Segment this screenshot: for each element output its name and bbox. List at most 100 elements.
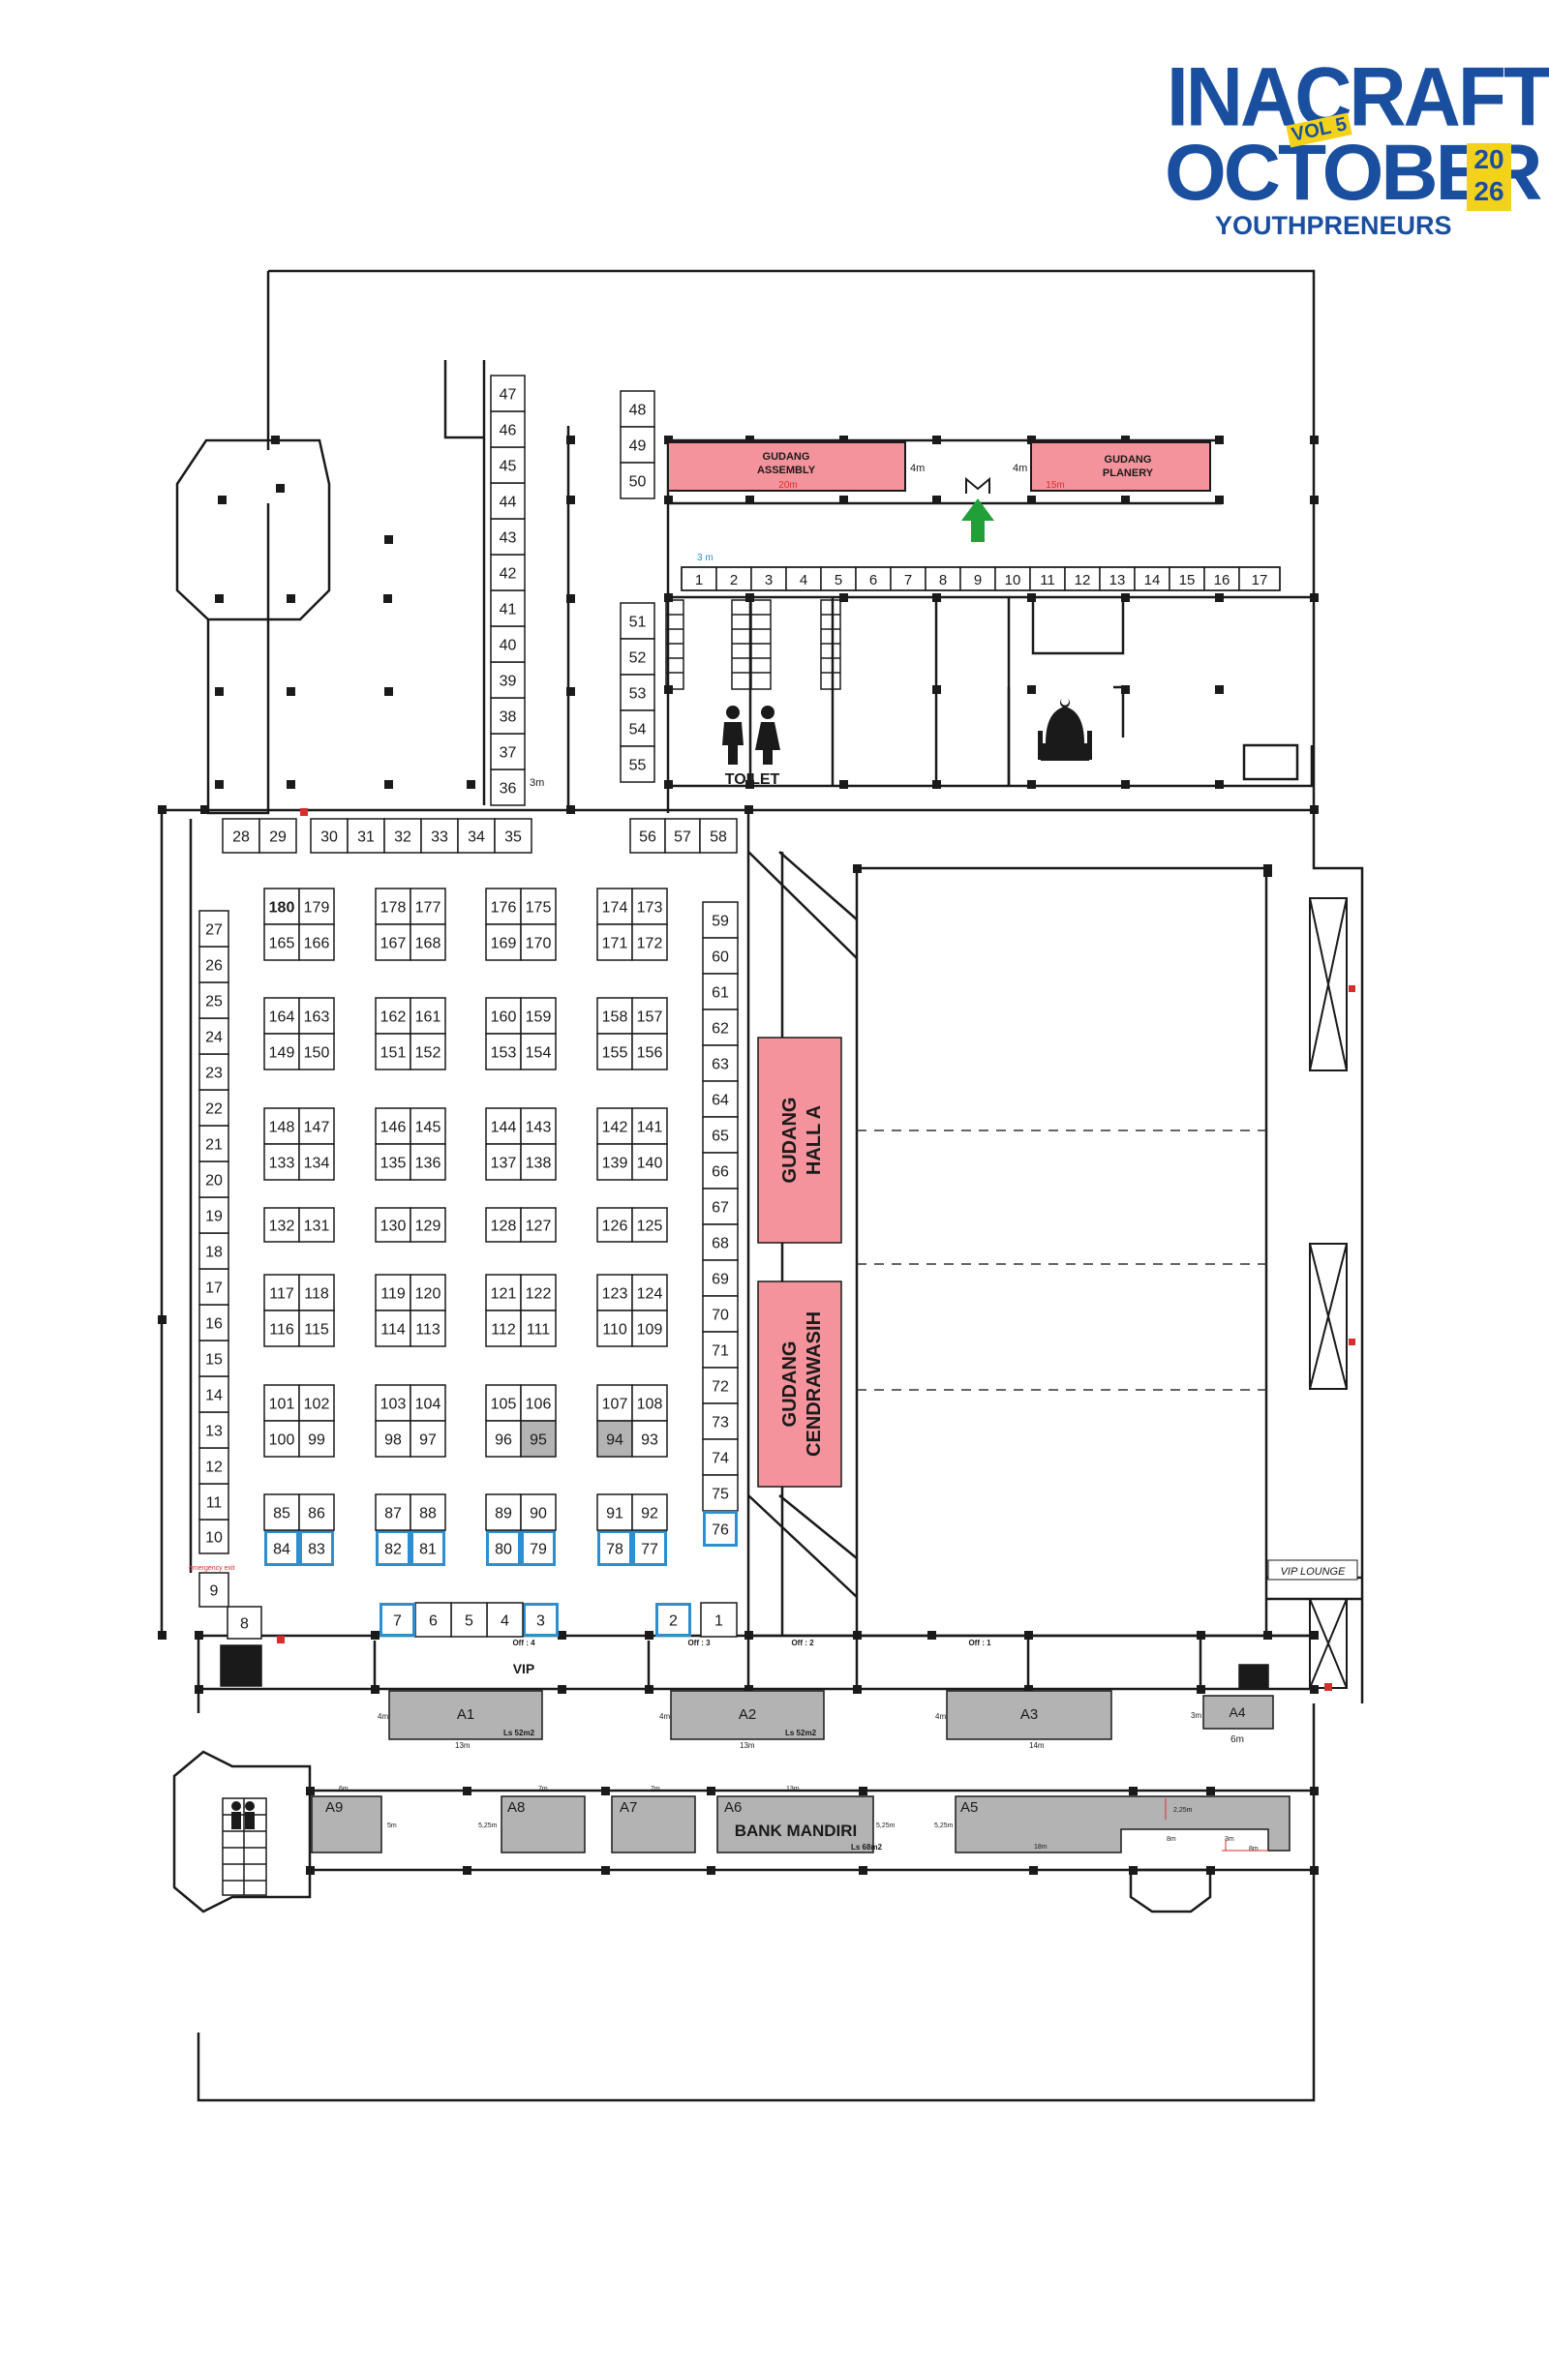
booth-177[interactable]: 177 (410, 888, 446, 925)
booth-14[interactable]: 14 (1134, 566, 1170, 591)
booth-46[interactable]: 46 (490, 410, 526, 448)
booth-box[interactable] (494, 818, 532, 854)
booth-box[interactable] (596, 923, 633, 961)
booth-155[interactable]: 155 (596, 1033, 633, 1070)
booth-box[interactable] (631, 1493, 668, 1531)
booth-4[interactable]: 4 (785, 566, 822, 591)
booth-117[interactable]: 117 (263, 1274, 300, 1311)
booth-box[interactable] (410, 1143, 446, 1181)
booth-box[interactable] (631, 1384, 668, 1422)
booth-121[interactable]: 121 (485, 1274, 522, 1311)
booth-13[interactable]: 13 (198, 1411, 229, 1449)
booth-box[interactable] (486, 1602, 524, 1638)
booth-box[interactable] (375, 997, 411, 1035)
booth-a1[interactable] (388, 1690, 543, 1740)
booth-146[interactable]: 146 (375, 1107, 411, 1145)
booth-87[interactable]: 87 (375, 1493, 411, 1531)
booth-101[interactable]: 101 (263, 1384, 300, 1422)
booth-45[interactable]: 45 (490, 446, 526, 484)
booth-box[interactable] (485, 923, 522, 961)
booth-box[interactable] (620, 426, 655, 464)
booth-box[interactable] (457, 818, 496, 854)
booth-a4[interactable] (1202, 1695, 1274, 1730)
booth-box[interactable] (629, 818, 666, 854)
booth-box[interactable] (655, 1603, 691, 1637)
booth-box[interactable] (298, 1420, 335, 1458)
booth-149[interactable]: 149 (263, 1033, 300, 1070)
booth-10[interactable]: 10 (198, 1519, 229, 1554)
booth-4[interactable]: 4 (486, 1602, 524, 1638)
booth-66[interactable]: 66 (702, 1152, 739, 1190)
booth-13[interactable]: 13 (1099, 566, 1136, 591)
booth-32[interactable]: 32 (383, 818, 422, 854)
booth-59[interactable]: 59 (702, 901, 739, 939)
booth-box[interactable] (227, 1606, 262, 1640)
booth-box[interactable] (520, 888, 557, 925)
booth-box[interactable] (490, 446, 526, 484)
booth-81[interactable]: 81 (410, 1530, 445, 1566)
booth-162[interactable]: 162 (375, 997, 411, 1035)
booth-60[interactable]: 60 (702, 937, 739, 975)
booth-76[interactable]: 76 (703, 1511, 738, 1547)
booth-box[interactable] (198, 1411, 229, 1449)
booth-163[interactable]: 163 (298, 997, 335, 1035)
booth-box[interactable] (596, 1033, 633, 1070)
booth-140[interactable]: 140 (631, 1143, 668, 1181)
booth-box[interactable] (410, 1310, 446, 1347)
booth-84[interactable]: 84 (264, 1530, 299, 1566)
booth-16[interactable]: 16 (198, 1304, 229, 1341)
booth-box[interactable] (620, 745, 655, 783)
booth-68[interactable]: 68 (702, 1223, 739, 1261)
booth-box[interactable] (258, 818, 297, 854)
booth-10[interactable]: 10 (994, 566, 1031, 591)
booth-62[interactable]: 62 (702, 1009, 739, 1046)
booth-box[interactable] (298, 1493, 335, 1531)
booth-178[interactable]: 178 (375, 888, 411, 925)
booth-8[interactable]: 8 (925, 566, 961, 591)
booth-box[interactable] (631, 1107, 668, 1145)
booth-box[interactable] (298, 1207, 335, 1243)
booth-box[interactable] (375, 923, 411, 961)
booth-38[interactable]: 38 (490, 697, 526, 735)
booth-123[interactable]: 123 (596, 1274, 633, 1311)
booth-box[interactable] (485, 1107, 522, 1145)
booth-box[interactable] (631, 1420, 668, 1458)
booth-82[interactable]: 82 (376, 1530, 410, 1566)
booth-24[interactable]: 24 (198, 1017, 229, 1055)
booth-box[interactable] (420, 818, 459, 854)
booth-103[interactable]: 103 (375, 1384, 411, 1422)
booth-15[interactable]: 15 (1169, 566, 1205, 591)
booth-box[interactable] (700, 1602, 738, 1638)
booth-box[interactable] (520, 1033, 557, 1070)
booth-box[interactable] (520, 1384, 557, 1422)
booth-171[interactable]: 171 (596, 923, 633, 961)
booth-144[interactable]: 144 (485, 1107, 522, 1145)
booth-50[interactable]: 50 (620, 462, 655, 499)
booth-85[interactable]: 85 (263, 1493, 300, 1531)
booth-139[interactable]: 139 (596, 1143, 633, 1181)
booth-122[interactable]: 122 (520, 1274, 557, 1311)
booth-133[interactable]: 133 (263, 1143, 300, 1181)
booth-a2[interactable] (670, 1690, 825, 1740)
booth-box[interactable] (310, 818, 349, 854)
booth-box[interactable] (198, 1089, 229, 1127)
booth-a7[interactable] (611, 1795, 696, 1853)
booth-137[interactable]: 137 (485, 1143, 522, 1181)
booth-box[interactable] (596, 1274, 633, 1311)
booth-box[interactable] (631, 1207, 668, 1243)
booth-box[interactable] (298, 1033, 335, 1070)
booth-8[interactable]: 8 (227, 1606, 262, 1640)
booth-box[interactable] (664, 818, 701, 854)
booth-box[interactable] (520, 1420, 557, 1458)
booth-box[interactable] (490, 375, 526, 412)
booth-3[interactable]: 3 (523, 1603, 559, 1637)
booth-109[interactable]: 109 (631, 1310, 668, 1347)
booth-box[interactable] (298, 888, 335, 925)
booth-a9[interactable] (311, 1795, 382, 1853)
booth-108[interactable]: 108 (631, 1384, 668, 1422)
booth-110[interactable]: 110 (596, 1310, 633, 1347)
booth-131[interactable]: 131 (298, 1207, 335, 1243)
booth-94[interactable]: 94 (596, 1420, 633, 1458)
booth-132[interactable]: 132 (263, 1207, 300, 1243)
booth-17[interactable]: 17 (1238, 566, 1281, 591)
